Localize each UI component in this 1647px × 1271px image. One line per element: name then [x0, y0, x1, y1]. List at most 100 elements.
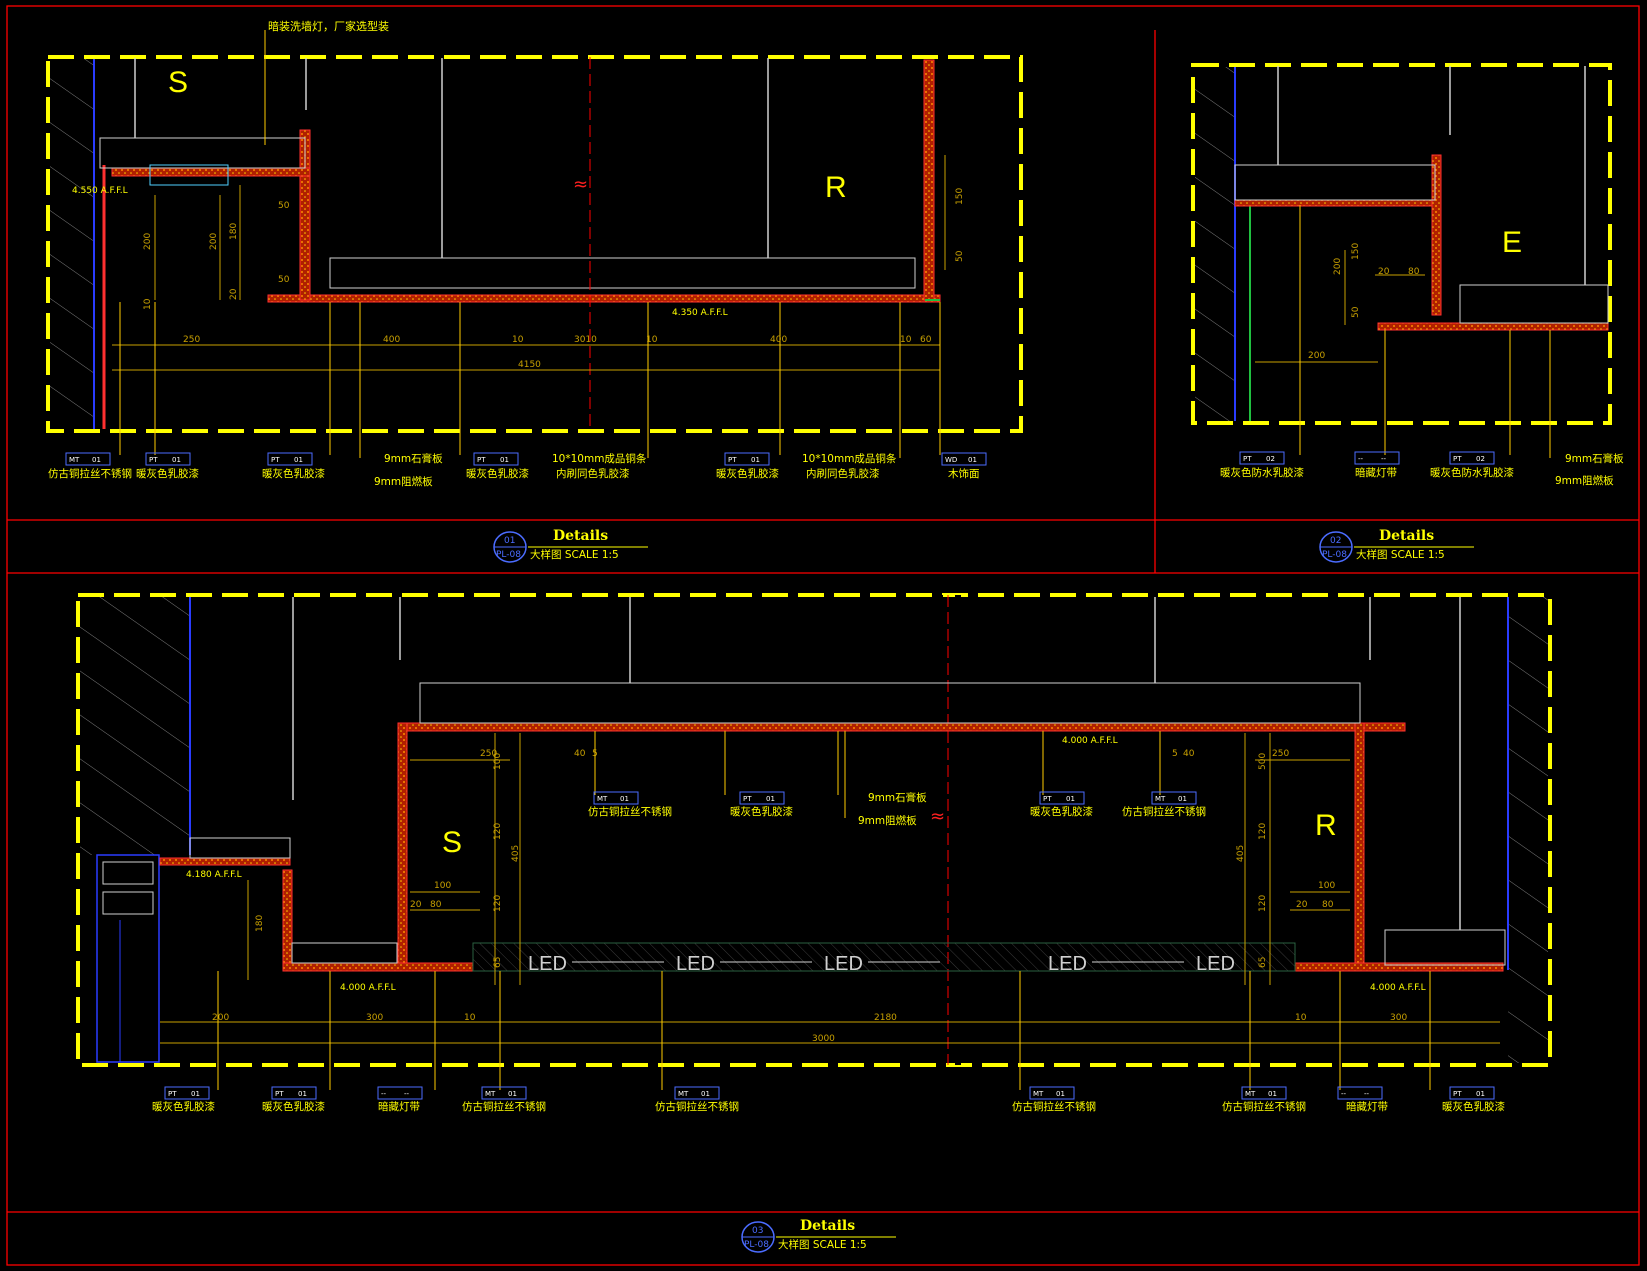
callout-code: 01	[766, 795, 775, 803]
callout-code: PT	[271, 456, 280, 464]
detail-01-dim-60: 60	[920, 335, 932, 345]
callout-code: MT	[1033, 1090, 1044, 1098]
callout-code: PT	[1453, 455, 1462, 463]
detail-03-dim-v100: 100	[493, 753, 503, 770]
callout-text: 仿古铜拉丝不锈钢	[1222, 1100, 1306, 1113]
detail-03-callout-4: MT 01 仿古铜拉丝不锈钢	[462, 1086, 546, 1113]
detail-03-dim-80b: 80	[1322, 900, 1334, 910]
callout-code: 01	[1476, 1090, 1485, 1098]
callout-code: PT	[1243, 455, 1252, 463]
callout-code: PT	[168, 1090, 177, 1098]
detail-03-ceiling-board	[404, 722, 1406, 732]
callout-code: PT	[743, 795, 752, 803]
detail-03-dim-v65b: 65	[1258, 957, 1268, 968]
callout-code: PT	[1453, 1090, 1462, 1098]
detail-03-dimensions	[160, 733, 1500, 1044]
callout-text: 仿古铜拉丝不锈钢	[1012, 1100, 1096, 1113]
detail-03-callout-7: MT 01 仿古铜拉丝不锈钢	[1222, 1086, 1306, 1113]
detail-01-note-4: 内刷同色乳胶漆	[556, 467, 630, 480]
detail-03-marker-s: S	[442, 826, 462, 859]
detail-02-dim-80: 80	[1408, 267, 1420, 277]
svg-text:≈: ≈	[930, 806, 945, 827]
callout-code: --	[1364, 1090, 1370, 1098]
detail-01-callout-4: PT 01 暖灰色乳胶漆	[466, 452, 529, 480]
detail-03-callout-2: PT 01 暖灰色乳胶漆	[262, 1086, 325, 1113]
detail-03-led-strip	[472, 942, 1296, 972]
detail-03-dim-3000: 3000	[812, 1034, 835, 1044]
detail-01-dim-v150: 150	[955, 188, 965, 205]
detail-01-boundary	[46, 55, 1023, 433]
detail-03-callout-3: -- -- 暗藏灯带	[377, 1086, 423, 1113]
detail-02-dim-v50: 50	[1351, 306, 1361, 318]
callout-code: 01	[1056, 1090, 1065, 1098]
detail-02-callout-1: PT 02 暖灰色防水乳胶漆	[1220, 451, 1304, 479]
detail-02-note-1: 9mm石膏板	[1565, 452, 1624, 465]
callout-code: 01	[701, 1090, 710, 1098]
detail-01-note-5: 10*10mm成品铜条	[802, 452, 897, 465]
callout-code: --	[1341, 1090, 1347, 1098]
callout-code: MT	[678, 1090, 689, 1098]
detail-03-right-wall-hatch	[1508, 597, 1548, 1063]
detail-03-upper-note-1: 9mm石膏板	[868, 791, 927, 804]
detail-01-callout-6: WD 01 木饰面	[941, 452, 987, 480]
callout-text: 暖灰色乳胶漆	[262, 1100, 325, 1113]
detail-01-dim-v50: 50	[955, 250, 965, 262]
detail-02-sheet: PL-08	[1322, 550, 1347, 560]
detail-03-callout-9: PT 01 暖灰色乳胶漆	[1442, 1086, 1505, 1113]
detail-03-dim-v120c: 120	[1258, 823, 1268, 840]
detail-01-note-6: 内刷同色乳胶漆	[806, 467, 880, 480]
led-label-4: LED	[1048, 953, 1087, 975]
callout-text: 仿古铜拉丝不锈钢	[588, 805, 672, 818]
callout-code: 01	[1178, 795, 1187, 803]
callout-code: MT	[1245, 1090, 1256, 1098]
detail-03-upper-callout-2: PT 01 暖灰色乳胶漆	[730, 791, 793, 818]
detail-03-dim-10a: 10	[464, 1013, 476, 1023]
detail-01-dim-10a: 10	[512, 335, 524, 345]
detail-03-dim-v120d: 120	[1258, 895, 1268, 912]
detail-01-dim-v200a: 200	[143, 233, 153, 250]
led-label-2: LED	[676, 953, 715, 975]
detail-03-left-wall-hatch	[80, 597, 190, 855]
led-label-5: LED	[1196, 953, 1235, 975]
detail-03-sheet: PL-08	[744, 1240, 769, 1250]
callout-code: --	[404, 1090, 410, 1098]
detail-03-dim-v120b: 120	[493, 895, 503, 912]
detail-03-dim-v120a: 120	[493, 823, 503, 840]
callout-code: 01	[191, 1090, 200, 1098]
detail-01-subtitle: 大样图 SCALE 1:5	[530, 548, 619, 561]
detail-02-note-2: 9mm阻燃板	[1555, 474, 1614, 487]
detail-02-callout-3: PT 02 暖灰色防水乳胶漆	[1430, 451, 1514, 479]
callout-text: 仿古铜拉丝不锈钢	[655, 1100, 739, 1113]
detail-02-number: 02	[1330, 536, 1341, 546]
callout-code: 01	[1066, 795, 1075, 803]
detail-01-top-note: 暗装洗墙灯，厂家选型装	[268, 19, 389, 33]
detail-03-callout-8: -- -- 暗藏灯带	[1337, 1086, 1388, 1113]
detail-03-elevation-2: 4.000 A.F.F.L	[340, 983, 396, 993]
detail-02: E 20 80 200 200 150 50 PT 02 暖灰色防水乳胶漆 --…	[1191, 63, 1624, 563]
detail-01-callout-1: MT 01 仿古铜拉丝不锈钢	[48, 452, 132, 480]
detail-03-dim-250a: 250	[480, 749, 497, 759]
callout-code: 02	[1476, 455, 1485, 463]
detail-01-dim-400b: 400	[770, 335, 787, 345]
detail-03-dim-20b: 20	[1296, 900, 1308, 910]
detail-02-title: Details	[1379, 528, 1434, 544]
detail-03-elevation-3: 4.000 A.F.F.L	[1062, 736, 1118, 746]
detail-02-callout-2: -- -- 暗藏灯带	[1354, 451, 1400, 479]
detail-03-elevation-4: 4.000 A.F.F.L	[1370, 983, 1426, 993]
detail-01-dim-50b: 50	[278, 275, 290, 285]
callout-text: 暖灰色乳胶漆	[136, 467, 199, 480]
callout-code: --	[1358, 455, 1364, 463]
detail-03-upper-callout-3: PT 01 暖灰色乳胶漆	[1030, 791, 1093, 818]
callout-code: 01	[500, 456, 509, 464]
callout-code: 01	[751, 456, 760, 464]
detail-01-marker-r: R	[825, 171, 847, 204]
detail-01-callout-3: PT 01 暖灰色乳胶漆	[262, 452, 325, 480]
detail-01-dim-10c: 10	[900, 335, 912, 345]
detail-03-dim-v500: 500	[1258, 753, 1268, 770]
callout-code: 01	[1268, 1090, 1277, 1098]
detail-02-subtitle: 大样图 SCALE 1:5	[1356, 548, 1445, 561]
detail-03-number: 03	[752, 1226, 763, 1236]
detail-02-title-block: 02 PL-08 Details 大样图 SCALE 1:5	[1319, 528, 1474, 563]
detail-03-elevation-1: 4.180 A.F.F.L	[186, 870, 242, 880]
